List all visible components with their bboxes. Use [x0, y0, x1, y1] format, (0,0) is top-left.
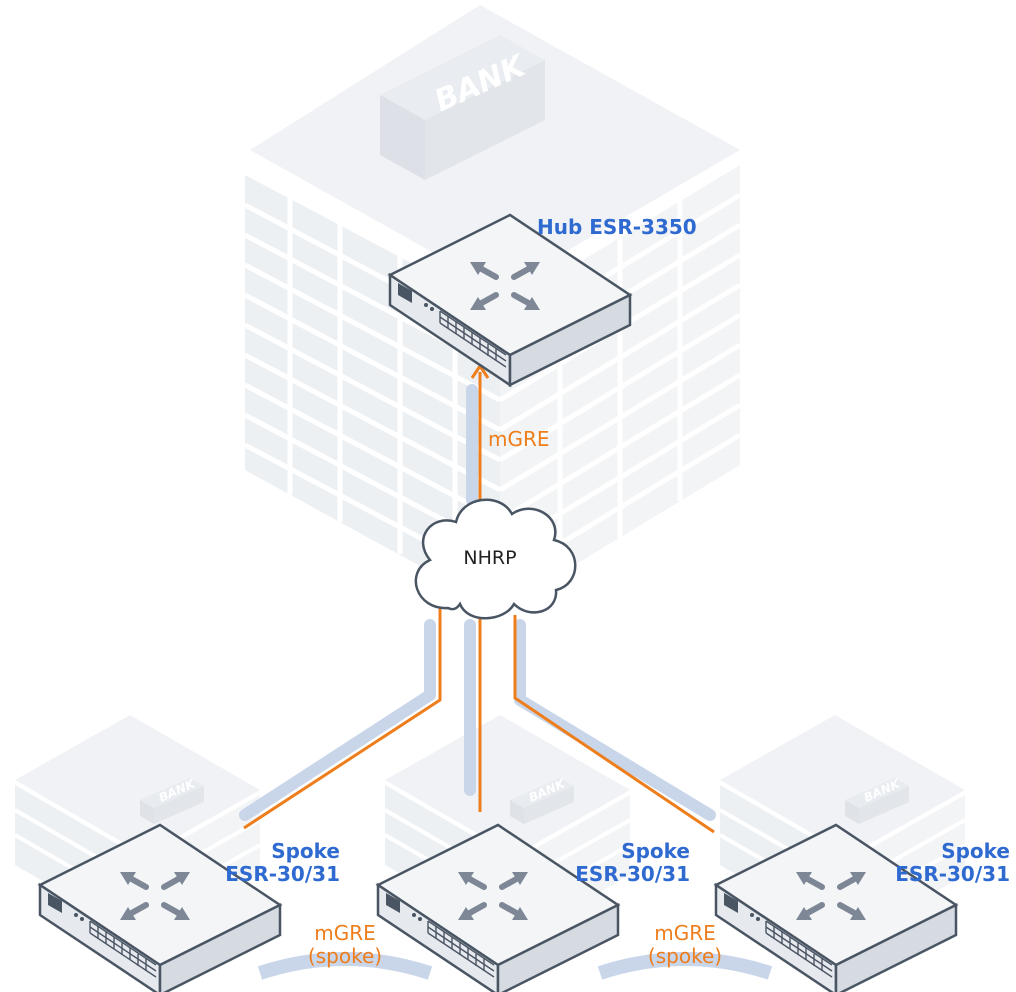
- hub-tunnel-label: mGRE: [488, 427, 550, 451]
- spoke-link-label: mGRE (spoke): [635, 922, 735, 968]
- spoke-label-line2: ESR-30/31: [575, 862, 690, 886]
- spoke-link-label: mGRE (spoke): [295, 922, 395, 968]
- spoke-label-line2: ESR-30/31: [895, 862, 1010, 886]
- spoke-label-line1: Spoke: [271, 839, 340, 863]
- spoke-link-line1: mGRE: [314, 921, 376, 945]
- mgre-tunnels: [243, 364, 715, 834]
- cloud-icon: [414, 498, 577, 620]
- spoke-label-right: Spoke ESR-30/31: [890, 840, 1010, 886]
- cloud-label: NHRP: [463, 547, 517, 569]
- spoke-label-line1: Spoke: [621, 839, 690, 863]
- spoke-link-line2: (spoke): [307, 944, 383, 968]
- spoke-link-line1: mGRE: [654, 921, 716, 945]
- spoke-label-line2: ESR-30/31: [225, 862, 340, 886]
- spoke-link-line2: (spoke): [647, 944, 723, 968]
- spoke-arcs: [257, 952, 773, 980]
- spoke-label-center: Spoke ESR-30/31: [570, 840, 690, 886]
- hub-router-label: Hub ESR-3350: [537, 215, 697, 239]
- spoke-label-left: Spoke ESR-30/31: [220, 840, 340, 886]
- spoke-label-line1: Spoke: [941, 839, 1010, 863]
